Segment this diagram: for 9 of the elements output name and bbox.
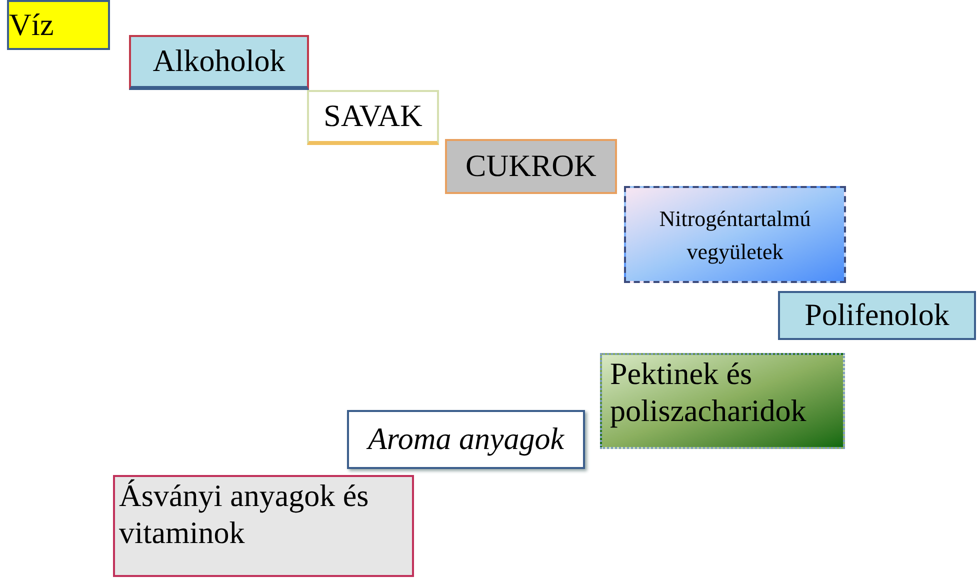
category-box: Pektinek és poliszacharidok bbox=[600, 353, 845, 449]
category-box: Víz bbox=[7, 0, 110, 50]
category-box: Nitrogéntartalmú vegyületek bbox=[624, 186, 846, 283]
category-box: Alkoholok bbox=[129, 35, 309, 90]
category-box: Polifenolok bbox=[778, 291, 976, 340]
category-box: SAVAK bbox=[307, 90, 439, 145]
category-box: Ásványi anyagok és vitaminok bbox=[113, 475, 414, 577]
category-box: CUKROK bbox=[445, 139, 617, 194]
category-box: Aroma anyagok bbox=[347, 410, 585, 469]
